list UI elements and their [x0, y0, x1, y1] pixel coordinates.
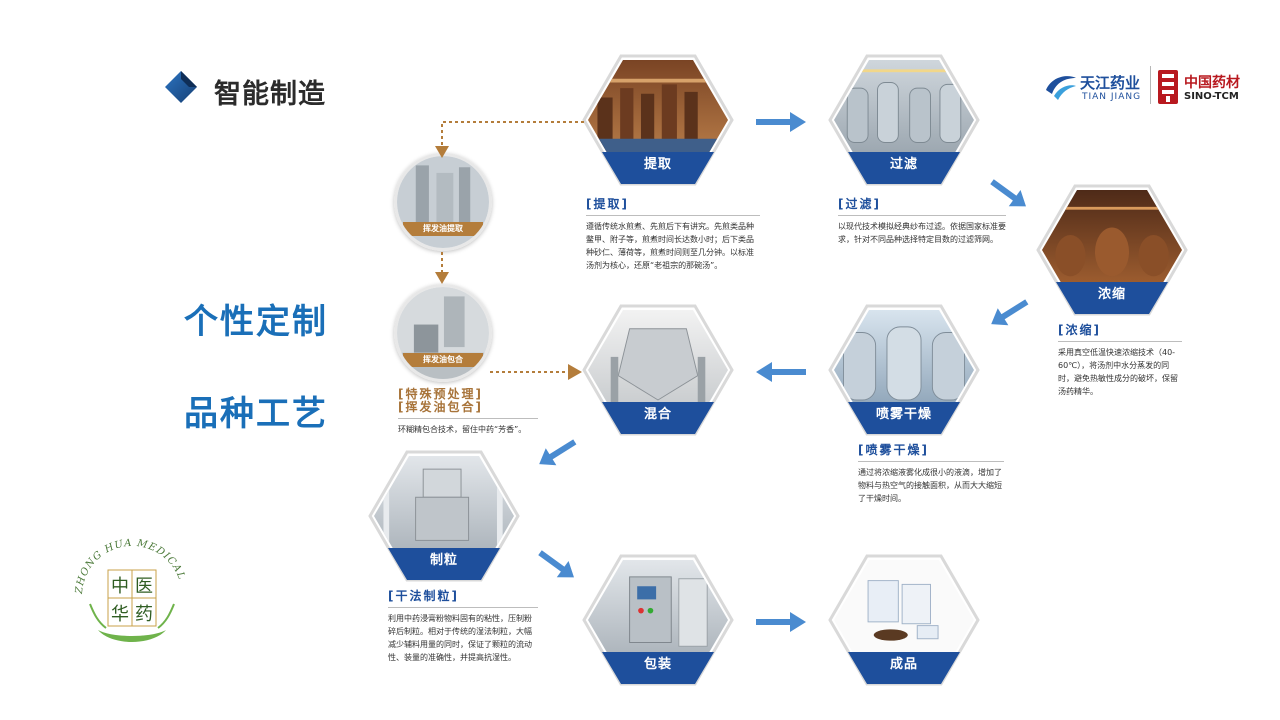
- desc-spray-drying-title: [喷雾干燥]: [858, 443, 929, 457]
- desc-granulation-title: [干法制粒]: [388, 589, 459, 603]
- circle-volatile-oil-inclusion-label: 挥发油包合: [403, 353, 483, 367]
- arrow-left-icon: [756, 362, 806, 382]
- page-title: 智能制造: [214, 79, 326, 110]
- desc-special-pretreatment-text: 环糊精包合技术，留住中药“芳香”。: [398, 425, 527, 434]
- desc-concentration: [浓缩] 采用真空低温快速浓缩技术（40-60℃），将汤剂中水分蒸发的同时，避免…: [1058, 324, 1182, 398]
- step-mixing: 混合: [582, 304, 734, 436]
- desc-concentration-title: [浓缩]: [1058, 323, 1101, 337]
- arrow-right-icon-2: [756, 612, 806, 632]
- tianjiang-name-cn: 天江药业: [1080, 74, 1141, 92]
- sino-tcm-emblem-icon: [1158, 70, 1178, 104]
- step-finished-product: 成品: [828, 554, 980, 686]
- step-packaging-label: 包装: [643, 657, 672, 672]
- step-concentration-label: 浓缩: [1097, 287, 1126, 302]
- spray-drying-photo: [828, 304, 980, 436]
- step-granulation: 制粒: [368, 450, 520, 582]
- sino-tcm-logo: 中国药材 SINO-TCM: [1156, 66, 1266, 110]
- desc-spray-drying: [喷雾干燥] 通过将浓缩液雾化成很小的液滴，增加了物料与热空气的接触面积，从而大…: [858, 444, 1004, 505]
- seal-char-zhong: 中: [111, 576, 129, 597]
- desc-spray-drying-rule: [858, 461, 1004, 462]
- granulation-photo: [368, 450, 520, 582]
- desc-extraction-title: [提取]: [586, 197, 629, 211]
- left-heading-custom: 个性定制: [184, 302, 328, 342]
- mixing-photo: [582, 304, 734, 436]
- dotted-connector-circle-to-mixing: [490, 364, 582, 380]
- seal-char-hua: 华: [111, 604, 129, 625]
- desc-granulation-rule: [388, 607, 538, 608]
- logo-divider: [1150, 66, 1151, 104]
- circle-volatile-oil-extraction: 挥发油提取: [394, 153, 492, 251]
- arrow-right-icon: [756, 112, 806, 132]
- zhonghua-medical-seal: ZHONG HUA MEDICAL 中 医 华 药: [74, 538, 187, 642]
- step-finished-product-label: 成品: [889, 657, 918, 672]
- step-granulation-label: 制粒: [429, 553, 458, 568]
- desc-extraction-rule: [586, 215, 760, 216]
- desc-special-pretreatment-rule: [398, 418, 538, 419]
- seal-arc-text: ZHONG HUA MEDICAL: [74, 538, 187, 596]
- step-filtration-label: 过滤: [889, 157, 918, 172]
- circle-volatile-oil-inclusion: 挥发油包合: [394, 284, 492, 382]
- dotted-connector-extraction-to-circle: [435, 121, 584, 158]
- desc-special-pretreatment: [特殊预处理] [挥发油包合] 环糊精包合技术，留住中药“芳香”。: [398, 388, 538, 436]
- desc-filtration-rule: [838, 215, 1006, 216]
- desc-concentration-text: 采用真空低温快速浓缩技术（40-60℃），将汤剂中水分蒸发的同时，避免热敏性成分…: [1058, 348, 1178, 396]
- circle-volatile-oil-extraction-label: 挥发油提取: [403, 222, 483, 236]
- desc-granulation: [干法制粒] 利用中药浸膏粉物料固有的粘性，压制粉碎后制粒。相对于传统的湿法制粒…: [388, 590, 538, 664]
- step-concentration: 浓缩: [1036, 184, 1188, 316]
- step-packaging: 包装: [582, 554, 734, 686]
- arrow-down-right-icon: [990, 179, 1026, 207]
- tianjiang-swoosh-icon: [1046, 76, 1076, 100]
- step-mixing-label: 混合: [643, 407, 672, 422]
- left-heading-process: 品种工艺: [184, 394, 328, 434]
- concentration-photo: [1036, 184, 1188, 316]
- desc-extraction: [提取] 遵循传统水煎煮、先煎后下有讲究。先煎类品种鳖甲、附子等，煎煮时间长达数…: [586, 198, 760, 272]
- extraction-photo: [582, 54, 734, 186]
- step-extraction-label: 提取: [643, 157, 672, 172]
- desc-granulation-text: 利用中药浸膏粉物料固有的粘性，压制粉碎后制粒。相对于传统的湿法制粒，大幅减少辅料…: [388, 614, 532, 662]
- finished-product-photo: [828, 554, 980, 686]
- desc-special-pretreatment-title: [特殊预处理]: [398, 387, 483, 401]
- step-extraction: 提取: [582, 54, 734, 186]
- tianjiang-logo: 天江药业 TIAN JIANG: [1044, 66, 1144, 110]
- tianjiang-name-en: TIAN JIANG: [1082, 92, 1142, 102]
- diamond-icon: [165, 71, 197, 103]
- desc-extraction-text: 遵循传统水煎煮、先煎后下有讲究。先煎类品种鳖甲、附子等，煎煮时间长达数小时；后下…: [586, 222, 754, 270]
- sino-tcm-name-cn: 中国药材: [1184, 75, 1240, 91]
- seal-char-yao: 药: [135, 604, 153, 625]
- step-spray-drying-label: 喷雾干燥: [875, 407, 932, 422]
- packaging-photo: [582, 554, 734, 686]
- step-spray-drying: 喷雾干燥: [828, 304, 980, 436]
- desc-volatile-oil-inclusion-title: [挥发油包合]: [398, 400, 483, 414]
- desc-spray-drying-text: 通过将浓缩液雾化成很小的液滴，增加了物料与热空气的接触面积，从而大大缩短了干燥时…: [858, 468, 1002, 503]
- arrow-down-right-icon-2: [538, 550, 574, 578]
- filtration-photo: [828, 54, 980, 186]
- step-filtration: 过滤: [828, 54, 980, 186]
- desc-concentration-rule: [1058, 341, 1182, 342]
- desc-filtration: [过滤] 以现代技术模拟经典纱布过滤。依据国家标准要求，针对不同品种选择特定目数…: [838, 198, 1006, 246]
- seal-hands-icon: [98, 630, 166, 642]
- desc-filtration-text: 以现代技术模拟经典纱布过滤。依据国家标准要求，针对不同品种选择特定目数的过滤筛网…: [838, 222, 1006, 244]
- arrow-down-left-icon: [991, 299, 1029, 326]
- seal-char-yi: 医: [135, 576, 153, 597]
- arrow-down-left-icon-2: [539, 439, 577, 466]
- dotted-connector-circle-to-circle: [435, 252, 449, 284]
- sino-tcm-name-en: SINO-TCM: [1184, 91, 1239, 102]
- desc-filtration-title: [过滤]: [838, 197, 881, 211]
